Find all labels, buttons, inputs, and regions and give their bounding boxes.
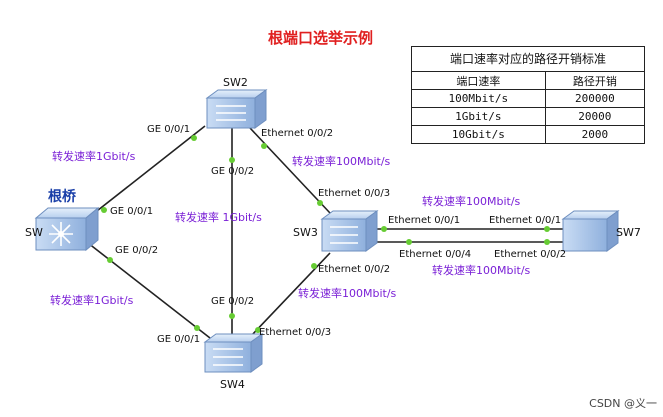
switch-sw-icon: [34, 206, 100, 252]
path-cost-table-caption: 端口速率对应的路径开销标准: [411, 46, 645, 71]
table-row: 10Gbit/s 2000: [411, 125, 646, 144]
port-label: Ethernet 0/0/2: [261, 128, 334, 139]
port-dot: [317, 200, 323, 206]
port-dot: [191, 135, 197, 141]
port-dot: [107, 257, 113, 263]
table-row: 1Gbit/s 20000: [411, 107, 646, 126]
port-label: Ethernet 0/0/2: [494, 249, 567, 260]
device-label-sw3: SW3: [293, 226, 318, 239]
port-dot: [406, 239, 412, 245]
port-dot: [311, 263, 317, 269]
port-dot: [255, 327, 261, 333]
speed-label: 转发速率1Gbit/s: [50, 294, 134, 307]
table-header-cell: 端口速率: [411, 71, 546, 90]
port-dots: [101, 135, 550, 333]
table-cell: 20000: [544, 107, 646, 126]
port-dot: [194, 325, 200, 331]
speed-label: 转发速率1Gbit/s: [52, 150, 136, 163]
port-dot: [544, 239, 550, 245]
port-label: Ethernet 0/0/3: [318, 188, 391, 199]
port-label: Ethernet 0/0/1: [388, 215, 461, 226]
link-sw-sw2: [87, 125, 206, 219]
table-cell: 1Gbit/s: [411, 107, 546, 126]
port-label: Ethernet 0/0/2: [318, 264, 391, 275]
port-label: Ethernet 0/0/3: [259, 327, 332, 338]
port-label: GE 0/0/2: [211, 166, 255, 177]
speed-label: 转发速率100Mbit/s: [432, 264, 531, 277]
device-label-sw4: SW4: [220, 378, 245, 391]
port-label: Ethernet 0/0/4: [399, 249, 472, 260]
table-cell: 200000: [544, 89, 646, 108]
device-label-sw: SW: [25, 226, 43, 239]
table-row: 100Mbit/s 200000: [411, 89, 646, 108]
path-cost-table: 端口速率对应的路径开销标准 端口速率 路径开销 100Mbit/s 200000…: [411, 46, 646, 144]
port-dot: [229, 157, 235, 163]
port-dot: [101, 207, 107, 213]
port-dot: [261, 143, 267, 149]
device-label-sw7: SW7: [616, 226, 641, 239]
link-sw2-sw3: [249, 127, 331, 214]
switch-sw2-icon: [205, 89, 268, 129]
port-label: GE 0/0/1: [157, 334, 201, 345]
speed-label: 转发速率100Mbit/s: [298, 287, 397, 300]
link-sw-sw4: [87, 242, 211, 339]
table-cell: 2000: [544, 125, 646, 144]
table-header-row: 端口速率 路径开销: [411, 71, 646, 90]
table-cell: 10Gbit/s: [411, 125, 546, 144]
port-dot: [544, 226, 550, 232]
table-cell: 100Mbit/s: [411, 89, 546, 108]
speed-label: 转发速率100Mbit/s: [292, 155, 391, 168]
switch-sw3-icon: [320, 210, 379, 252]
speed-label: 转发速率100Mbit/s: [422, 195, 521, 208]
port-label: GE 0/0/2: [211, 296, 255, 307]
table-header-cell: 路径开销: [544, 71, 646, 90]
root-bridge-label: 根桥: [48, 189, 76, 205]
device-label-sw2: SW2: [223, 76, 248, 89]
port-dot: [381, 226, 387, 232]
watermark: CSDN @义一: [589, 397, 657, 410]
diagram-title: 根端口选举示例: [268, 29, 374, 47]
port-label: Ethernet 0/0/1: [489, 215, 562, 226]
port-dot: [229, 313, 235, 319]
port-label: GE 0/0/1: [110, 206, 154, 217]
switch-sw4-icon: [203, 333, 264, 373]
speed-label: 转发速率 1Gbit/s: [175, 211, 262, 224]
port-label: GE 0/0/1: [147, 124, 191, 135]
port-label: GE 0/0/2: [115, 245, 159, 256]
switch-sw7-icon: [561, 210, 620, 252]
